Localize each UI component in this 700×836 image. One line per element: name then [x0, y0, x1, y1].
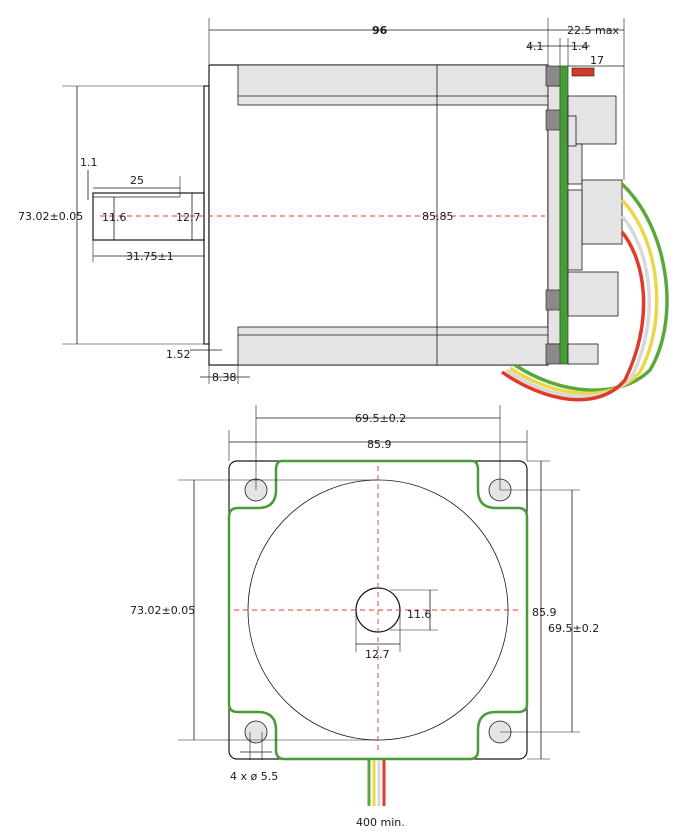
wire-green	[514, 182, 669, 392]
pcb-board	[559, 65, 569, 365]
dim-pcb: 1.4	[571, 40, 589, 53]
dim-holes: 4 x ø 5.5	[230, 770, 278, 783]
side-view: 96 22.5 max 4.1 1.4 17 73.02±0.05 1.1 25…	[18, 18, 669, 402]
dim-pilot: 73.02±0.05	[130, 604, 195, 617]
dim-shaft-length: 31.75±1	[126, 250, 174, 263]
flange-plate	[203, 85, 210, 345]
shaft	[92, 192, 205, 241]
dim-shaft-inner: 11.6	[102, 211, 127, 224]
dim-shaft-dia: 12.7	[176, 211, 201, 224]
dim-flange-height: 73.02±0.05	[18, 210, 83, 223]
dim-length: 96	[372, 24, 388, 37]
connector-tab	[571, 67, 595, 77]
dim-shaft-key: 25	[130, 174, 144, 187]
dim-front-shaft-dia: 12.7	[365, 648, 390, 661]
front-pcb-outline	[227, 459, 529, 761]
dim-connector: 17	[590, 54, 604, 67]
front-view: 69.5±0.2 85.9 73.02±0.05 85.9 69.5±0.2 1…	[130, 405, 599, 829]
wire-white	[505, 214, 652, 399]
dim-boss: 8.38	[212, 371, 237, 384]
dim-hole-pitch: 69.5±0.2	[355, 412, 406, 425]
dim-rear-gap: 4.1	[526, 40, 544, 53]
mount-hole-bl	[244, 720, 268, 744]
fin-top	[237, 64, 549, 106]
dim-flange-thickness: 1.52	[166, 348, 191, 361]
dim-width: 85.9	[367, 438, 392, 451]
dim-hole-pitch-v: 69.5±0.2	[548, 622, 599, 635]
dim-rear: 22.5 max	[567, 24, 619, 37]
dim-lead: 400 min.	[356, 816, 405, 829]
fin-bottom	[237, 326, 549, 366]
dim-height: 85.9	[532, 606, 557, 619]
wire-yellow	[509, 198, 659, 396]
dim-shaft-flat: 1.1	[80, 156, 98, 169]
dim-body-height: 85.85	[422, 210, 454, 223]
dim-front-shaft-flat: 11.6	[407, 608, 432, 621]
motor-body	[208, 64, 549, 366]
wire-red	[500, 230, 646, 402]
